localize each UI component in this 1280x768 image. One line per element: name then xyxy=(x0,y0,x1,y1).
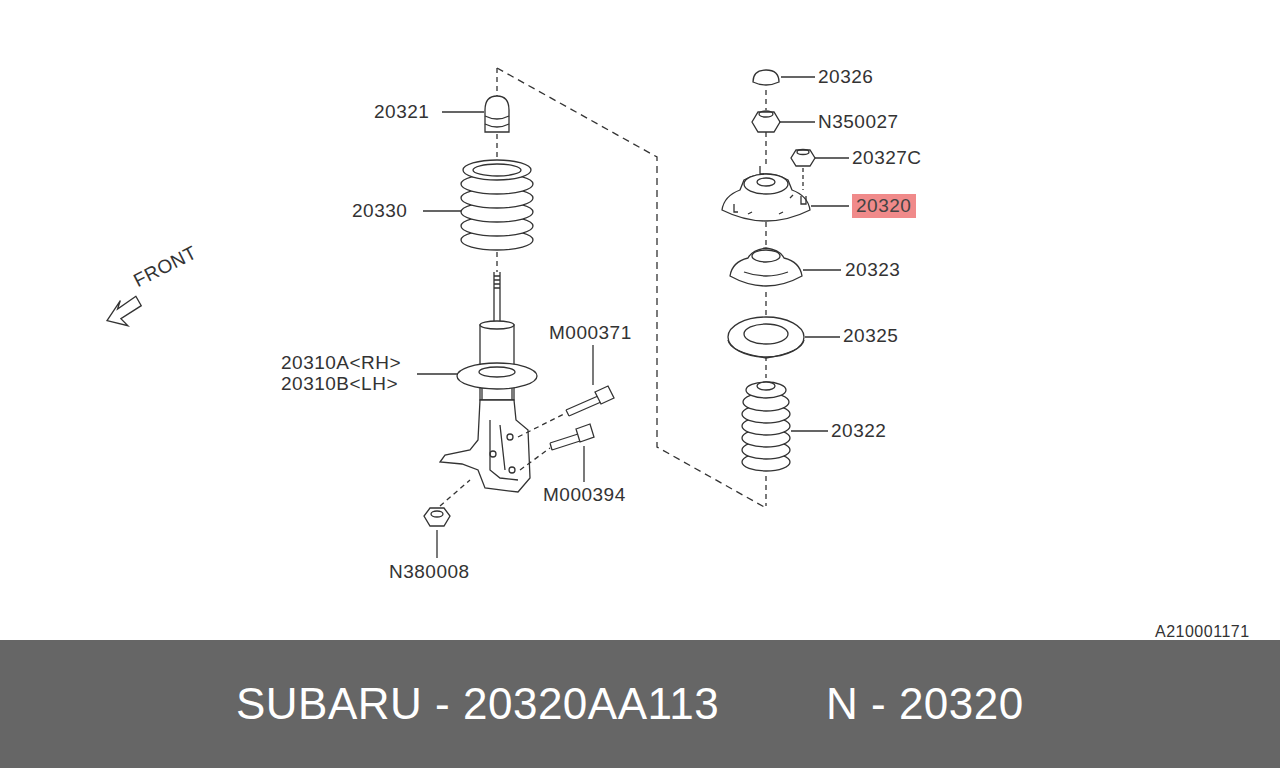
highlight-box: 20320 xyxy=(852,194,916,218)
callout-number: 20325 xyxy=(843,325,898,347)
callout-number: 20310B<LH> xyxy=(281,373,398,395)
callout-number: 20326 xyxy=(818,66,873,88)
group-dash xyxy=(497,68,766,508)
callout-number: N350027 xyxy=(818,111,899,133)
callout-number: 20310A<RH> xyxy=(281,352,401,374)
callout-number: M000394 xyxy=(543,484,626,506)
callout-number: 20327C xyxy=(852,147,922,169)
callout-number: M000371 xyxy=(549,322,632,344)
direction-label: FRONT xyxy=(130,242,201,292)
node-text: SUBARU - 20320AA113 xyxy=(236,679,719,729)
callout-number: 20322 xyxy=(831,420,886,442)
caption-band: SUBARU - 20320AA113 N - 20320 xyxy=(0,640,1280,768)
callout-number: 20323 xyxy=(845,259,900,281)
node-text: 20320 xyxy=(852,194,915,218)
callout-number: 20321 xyxy=(374,101,429,123)
node-text: N - 20320 xyxy=(826,679,1024,729)
callout-number: 20330 xyxy=(352,200,407,222)
callout-number: N380008 xyxy=(389,561,470,583)
